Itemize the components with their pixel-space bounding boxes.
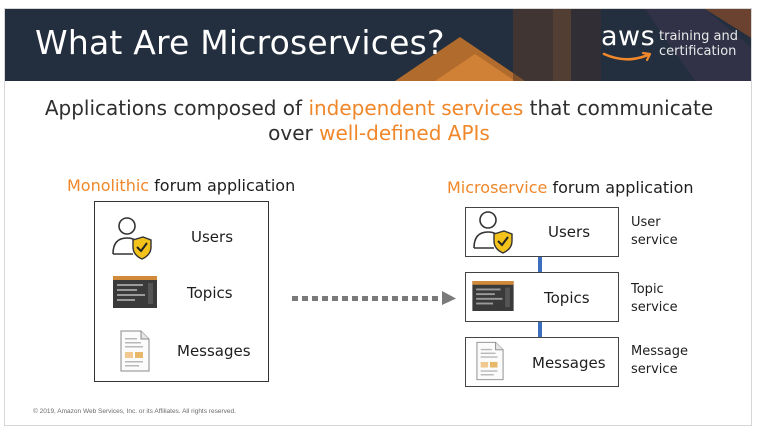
users-service-box: Users [465, 207, 619, 257]
messages-service-label: Messages [532, 354, 606, 372]
monolithic-row-messages: Messages [95, 328, 270, 378]
subtitle-line-2: over well-defined APIs [5, 121, 751, 146]
aws-wordmark: aws [601, 21, 656, 52]
subtitle-text: over [268, 121, 320, 145]
users-service-label: Users [548, 223, 591, 241]
monolithic-topics-label: Topics [187, 284, 233, 302]
messages-service-box: Messages [465, 337, 619, 387]
service-caption-line: service [631, 362, 678, 377]
monolithic-row-users: Users [95, 212, 270, 262]
slide-header: What Are Microservices? aws training and… [5, 9, 751, 81]
aws-smile-icon [602, 51, 652, 62]
topic-service-caption: Topic service [631, 281, 678, 317]
microservice-heading-text: forum application [547, 178, 694, 197]
service-caption-line: User [631, 215, 661, 230]
slide-title: What Are Microservices? [35, 23, 445, 62]
subtitle-line-1: Applications composed of independent ser… [5, 96, 751, 121]
monolithic-messages-label: Messages [177, 342, 251, 360]
service-caption-line: Message [631, 344, 688, 359]
monolithic-app-box: Users Topics [94, 201, 269, 382]
monolithic-heading: Monolithic forum application [67, 176, 295, 195]
service-connector [538, 322, 542, 337]
monolithic-heading-text: forum application [149, 176, 296, 195]
monolithic-heading-highlight: Monolithic [67, 176, 150, 195]
monolithic-row-topics: Topics [95, 270, 270, 320]
header-decoration [395, 9, 751, 81]
topics-service-label: Topics [544, 289, 590, 307]
terminal-window-icon [113, 276, 157, 308]
service-caption-line: service [631, 233, 678, 248]
service-connector [538, 257, 542, 272]
copyright-footer: © 2019, Amazon Web Services, Inc. or its… [33, 408, 236, 415]
document-icon [120, 330, 150, 372]
monolithic-users-label: Users [191, 228, 234, 246]
topics-service-box: Topics [465, 272, 619, 322]
slide-frame: What Are Microservices? aws training and… [4, 8, 752, 426]
user-service-caption: User service [631, 214, 678, 250]
message-service-caption: Message service [631, 343, 688, 379]
document-icon [476, 341, 504, 381]
user-shield-icon [112, 217, 152, 260]
aws-training-logo: aws training and certification [601, 21, 741, 69]
subtitle-highlight: independent services [308, 96, 524, 120]
service-caption-line: Topic [631, 282, 664, 297]
microservice-heading-highlight: Microservice [447, 178, 548, 197]
subtitle-text: that communicate [523, 96, 714, 120]
user-shield-icon [473, 211, 513, 254]
slide-subtitle: Applications composed of independent ser… [5, 96, 751, 146]
terminal-window-icon [472, 281, 514, 311]
subtitle-text: Applications composed of [44, 96, 309, 120]
service-caption-line: service [631, 300, 678, 315]
dotted-arrow-icon [292, 291, 456, 305]
microservice-heading: Microservice forum application [447, 178, 694, 197]
logo-line2: certification [659, 44, 737, 59]
subtitle-highlight: well-defined APIs [319, 121, 490, 145]
logo-line1: training and [659, 29, 738, 44]
logo-subtext: training and certification [659, 29, 738, 59]
